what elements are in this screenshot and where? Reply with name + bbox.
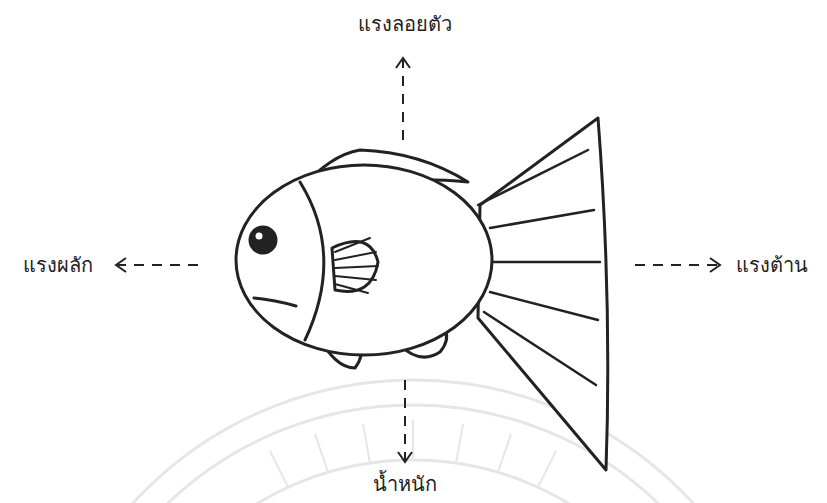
force-label: น้ำหนัก [373,471,437,497]
force-arrows [116,58,720,462]
watermark-seal [33,380,793,503]
force-label: แรงต้าน [736,252,808,278]
force-label: แรงลอยตัว [358,11,452,37]
fish [236,118,608,470]
force-label: แรงผลัก [23,252,93,278]
